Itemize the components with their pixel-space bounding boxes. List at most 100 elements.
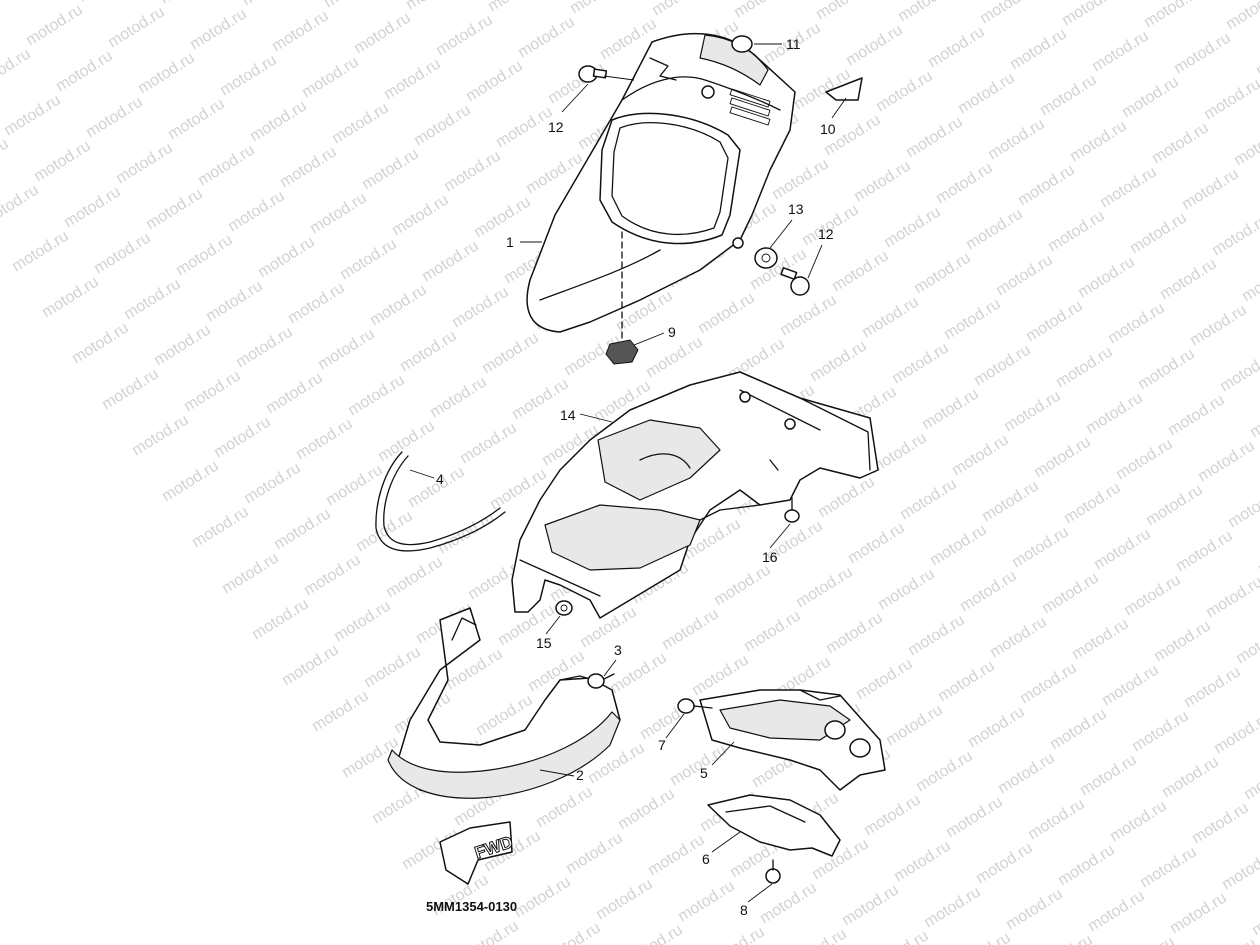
- watermark-text: motod.ru: [839, 882, 902, 930]
- watermark-text: motod.ru: [1209, 212, 1260, 260]
- watermark-text: motod.ru: [181, 368, 244, 416]
- watermark-text: motod.ru: [299, 54, 362, 102]
- watermark-text: motod.ru: [949, 432, 1012, 480]
- watermark-text: motod.ru: [545, 60, 608, 108]
- nut-part-9: [605, 339, 639, 365]
- watermark-text: motod.ru: [769, 156, 832, 204]
- callout-11: 11: [786, 36, 801, 52]
- watermark-text: motod.ru: [1067, 118, 1130, 166]
- watermark-text: motod.ru: [873, 68, 936, 116]
- watermark-text: motod.ru: [1189, 800, 1252, 848]
- watermark-text: motod.ru: [1, 92, 64, 140]
- watermark-text: motod.ru: [255, 234, 318, 282]
- watermark-text: motod.ru: [1137, 844, 1200, 892]
- front-cowl-part-1: [526, 32, 796, 333]
- watermark-text: motod.ru: [925, 24, 988, 72]
- bracket-part-5: [699, 689, 886, 791]
- watermark-text: motod.ru: [1165, 392, 1228, 440]
- callout-6: 6: [702, 851, 710, 867]
- watermark-text: motod.ru: [1075, 254, 1138, 302]
- watermark-text: motod.ru: [0, 136, 12, 184]
- screw-part-8: [765, 859, 781, 884]
- watermark-text: motod.ru: [927, 522, 990, 570]
- cap-part-11: [731, 35, 753, 53]
- watermark-text: motod.ru: [359, 146, 422, 194]
- watermark-text: motod.ru: [1119, 74, 1182, 122]
- watermark-text: motod.ru: [955, 70, 1018, 118]
- watermark-text: motod.ru: [397, 328, 460, 376]
- watermark-text: motod.ru: [1053, 344, 1116, 392]
- watermark-text: motod.ru: [1149, 120, 1212, 168]
- watermark-text: motod.ru: [271, 506, 334, 554]
- watermark-text: motod.ru: [69, 320, 132, 368]
- watermark-text: motod.ru: [623, 922, 686, 945]
- watermark-text: motod.ru: [113, 140, 176, 188]
- watermark-text: motod.ru: [593, 876, 656, 924]
- watermark-text: motod.ru: [943, 794, 1006, 842]
- watermark-text: motod.ru: [851, 158, 914, 206]
- watermark-text: motod.ru: [1127, 210, 1190, 258]
- watermark-text: motod.ru: [615, 786, 678, 834]
- watermark-text: motod.ru: [165, 96, 228, 144]
- watermark-text: motod.ru: [389, 192, 452, 240]
- watermark-text: motod.ru: [293, 416, 356, 464]
- watermark-text: motod.ru: [279, 642, 342, 690]
- watermark-text: motod.ru: [807, 338, 870, 386]
- watermark-text: motod.ru: [711, 562, 774, 610]
- watermark-text: motod.ru: [1089, 28, 1152, 76]
- watermark-text: motod.ru: [241, 460, 304, 508]
- watermark-text: motod.ru: [1239, 258, 1260, 306]
- watermark-text: motod.ru: [361, 644, 424, 692]
- watermark-text: motod.ru: [979, 478, 1042, 526]
- watermark-text: motod.ru: [1211, 710, 1260, 758]
- watermark-text: motod.ru: [1077, 752, 1140, 800]
- watermark-text: motod.ru: [935, 658, 998, 706]
- watermark-text: motod.ru: [1157, 256, 1220, 304]
- callout-12-side: 12: [818, 226, 834, 242]
- washer-part-13: [754, 247, 778, 269]
- watermark-text: motod.ru: [1187, 302, 1250, 350]
- watermark-text: motod.ru: [1181, 664, 1244, 712]
- seal-strip-part-4: [375, 451, 506, 552]
- callout-9: 9: [668, 324, 676, 340]
- leader-lines: [409, 43, 847, 903]
- watermark-text: motod.ru: [233, 324, 296, 372]
- watermark-text: motod.ru: [143, 186, 206, 234]
- watermark-text: motod.ru: [1115, 934, 1178, 945]
- watermark-text: motod.ru: [567, 0, 630, 17]
- watermark-text: motod.ru: [815, 474, 878, 522]
- watermark-text: motod.ru: [31, 138, 94, 186]
- watermark-text: motod.ru: [485, 0, 548, 15]
- watermark-text: motod.ru: [449, 284, 512, 332]
- watermark-text: motod.ru: [1223, 0, 1260, 33]
- watermark-text: motod.ru: [1017, 660, 1080, 708]
- watermark-text: motod.ru: [985, 116, 1048, 164]
- watermark-text: motod.ru: [0, 0, 56, 3]
- watermark-text: motod.ru: [889, 340, 952, 388]
- watermark-text: motod.ru: [541, 920, 604, 945]
- watermark-text: motod.ru: [1171, 30, 1234, 78]
- watermark-text: motod.ru: [0, 0, 4, 47]
- callout-4: 4: [436, 471, 444, 487]
- emblem-part-10: [825, 77, 863, 101]
- callout-7: 7: [658, 737, 666, 753]
- callout-12-top: 12: [548, 119, 564, 135]
- watermark-text: motod.ru: [441, 148, 504, 196]
- watermark-text: motod.ru: [903, 114, 966, 162]
- watermark-text: motod.ru: [321, 0, 384, 11]
- watermark-text: motod.ru: [383, 554, 446, 602]
- watermark-text: motod.ru: [61, 184, 124, 232]
- watermark-text: motod.ru: [881, 204, 944, 252]
- watermark-text: motod.ru: [1143, 482, 1206, 530]
- callout-16: 16: [762, 549, 778, 565]
- callout-8: 8: [740, 902, 748, 918]
- watermark-text: motod.ru: [345, 372, 408, 420]
- watermark-text: motod.ru: [1167, 890, 1230, 938]
- watermark-text: motod.ru: [1105, 300, 1168, 348]
- nut-part-15: [555, 600, 573, 616]
- watermark-text: motod.ru: [1135, 346, 1198, 394]
- watermark-text: motod.ru: [1253, 32, 1260, 80]
- watermark-text: motod.ru: [307, 190, 370, 238]
- watermark-text: motod.ru: [151, 322, 214, 370]
